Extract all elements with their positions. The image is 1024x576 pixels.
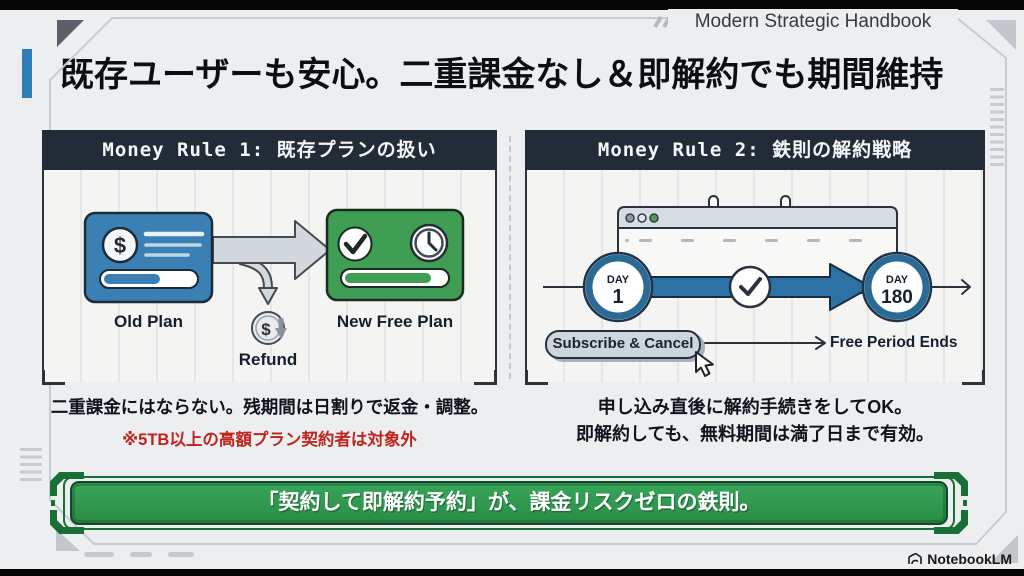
panel2-caption-line1: 申し込み直後に解約手続きをしてOK。 xyxy=(597,397,913,417)
panel1-note: ※5TB以上の高額プラン契約者は対象外 xyxy=(122,431,417,449)
panel2-caption-line2: 即解約しても、無料期間は満了日まで有効。 xyxy=(575,424,935,444)
panel2-illustration: DAY 1 DAY 180 xyxy=(543,195,971,350)
old-plan-label: Old Plan xyxy=(114,312,183,331)
page-title: 既存ユーザーも安心。二重課金なし＆即解約でも期間維持 xyxy=(60,56,944,94)
panel2-header: Money Rule 2: 鉄則の解約戦略 xyxy=(525,130,985,170)
free-period-ends-label: Free Period Ends xyxy=(830,334,958,351)
calendar-row-dashes xyxy=(625,239,862,242)
transition-arrow-icon xyxy=(212,220,331,280)
check-icon xyxy=(337,226,373,262)
day-1-circle: DAY 1 xyxy=(582,251,654,323)
panel1-caption: 二重課金にはならない。残期間は日割りで返金・調整。 xyxy=(50,397,489,417)
svg-text:DAY: DAY xyxy=(886,274,909,286)
refund-coin-icon: $ xyxy=(251,311,287,345)
new-free-plan-label: New Free Plan xyxy=(336,312,454,331)
timeline-check-icon xyxy=(728,265,772,309)
footer-brand: NotebookLM xyxy=(907,550,1012,568)
calendar-window-icon xyxy=(617,195,898,294)
corner-triangle-topleft xyxy=(57,20,84,47)
key-takeaway-banner: 「契約して即解約予約」が、課金リスクゼロの鉄則。 xyxy=(70,481,948,525)
bottom-black-bar xyxy=(0,569,1024,576)
title-accent-bar xyxy=(22,49,32,98)
subscribe-cancel-button[interactable]: Subscribe & Cancel xyxy=(545,330,701,359)
window-dot-icon xyxy=(625,213,635,223)
corner-triangle-bottomleft xyxy=(56,529,80,551)
corner-triangle-bottomright xyxy=(990,535,1018,563)
button-connector-arrow xyxy=(700,336,826,350)
refund-curved-arrow-icon xyxy=(238,255,278,305)
svg-text:DAY: DAY xyxy=(607,274,630,286)
footer-logo-text: NotebookLM xyxy=(927,551,1012,567)
dollar-icon xyxy=(101,226,139,264)
banner-bracket-right xyxy=(934,472,968,534)
old-plan-card-icon: $ xyxy=(83,211,214,304)
hatch-left xyxy=(20,448,42,481)
top-black-bar xyxy=(0,0,1024,10)
panel-divider xyxy=(509,136,511,379)
brand-label: Modern Strategic Handbook xyxy=(668,9,958,35)
bottom-dashes xyxy=(84,552,194,557)
svg-text:1: 1 xyxy=(612,286,623,308)
panel1-illustration: $ $ xyxy=(83,208,465,345)
banner-bracket-left xyxy=(50,472,84,534)
banner-frame xyxy=(50,472,968,534)
cursor-icon xyxy=(695,351,714,377)
svg-text:$: $ xyxy=(261,320,271,339)
refund-label: Refund xyxy=(238,350,298,369)
panel2-corner-left xyxy=(525,370,548,385)
panel2-corner-right xyxy=(962,370,985,385)
timeline-exit-arrow-icon xyxy=(930,279,971,295)
panel1-corner-left xyxy=(42,370,65,385)
hatch-right xyxy=(990,88,1004,166)
new-free-plan-card-icon xyxy=(325,208,465,302)
corner-triangle-topright xyxy=(986,20,1016,50)
notebooklm-logo-icon xyxy=(908,552,923,564)
panel1-header: Money Rule 1: 既存プランの扱い xyxy=(42,130,497,170)
window-dot-icon xyxy=(649,213,659,223)
svg-text:$: $ xyxy=(114,233,126,258)
day-180-circle: DAY 180 xyxy=(861,251,933,323)
panel1-corner-right xyxy=(474,370,497,385)
svg-text:180: 180 xyxy=(881,287,913,308)
window-dot-icon xyxy=(637,213,647,223)
